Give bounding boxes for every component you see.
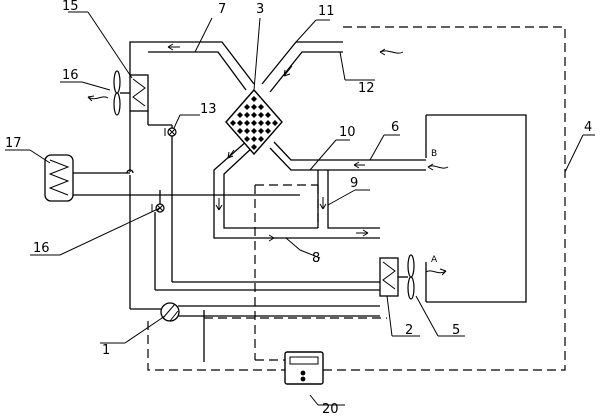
heat-exchanger-3	[225, 88, 283, 156]
duct-6	[269, 141, 426, 171]
port-b-label: B	[431, 149, 437, 159]
label-13: 13	[200, 102, 217, 117]
fan-15-icon	[87, 70, 130, 116]
label-1: 1	[102, 343, 110, 358]
refrigerant-piping	[126, 111, 380, 362]
duct-10-9	[213, 139, 380, 242]
controller-20	[284, 351, 324, 385]
duct-11	[261, 41, 343, 93]
label-2: 2	[405, 323, 413, 338]
label-7: 7	[218, 2, 226, 17]
fan-5-icon	[398, 254, 447, 300]
label-3: 3	[256, 2, 264, 17]
airflow-arrows	[379, 48, 449, 171]
expansion-valve-16-icon	[151, 203, 165, 213]
duct-7	[129, 41, 255, 91]
label-16: 16	[33, 241, 50, 256]
label-17: 17	[5, 136, 22, 151]
label-12: 12	[358, 81, 375, 96]
label-20: 20	[322, 402, 339, 417]
expansion-valve-13-icon	[164, 127, 177, 137]
label-15: 16	[62, 68, 79, 83]
outdoor-coil-14	[129, 74, 149, 112]
control-enclosure-dashed	[147, 26, 566, 371]
indoor-coil-2	[379, 257, 399, 297]
label-4: 4	[584, 120, 592, 135]
indoor-room-box	[425, 114, 527, 303]
label-6: 6	[391, 120, 399, 135]
label-8: 8	[312, 251, 320, 266]
label-5: 5	[452, 323, 460, 338]
label-14: 15	[62, 0, 79, 14]
label-10: 10	[339, 125, 356, 140]
compressor-1-icon	[160, 302, 180, 322]
coil-17	[44, 154, 300, 202]
leader-lines	[5, 11, 595, 406]
port-a-label: A	[431, 255, 438, 265]
label-11: 11	[318, 4, 335, 19]
label-9: 9	[350, 176, 358, 191]
